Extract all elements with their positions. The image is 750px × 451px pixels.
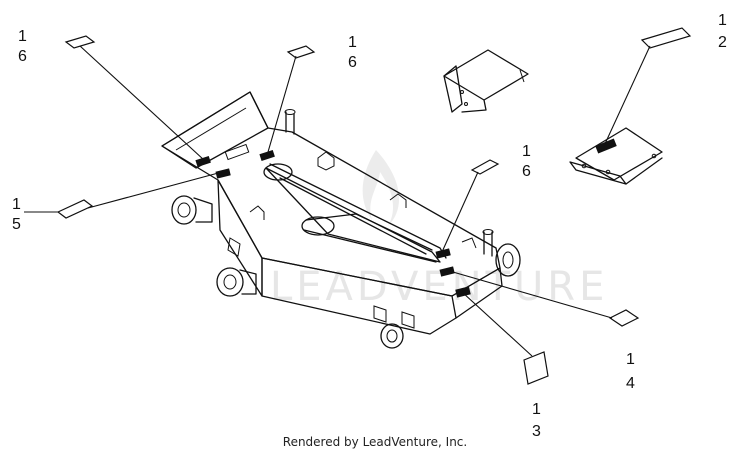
svg-text:1: 1: [12, 196, 21, 213]
decal-left-icon: [56, 199, 94, 219]
rendered-by-footer: Rendered by LeadVenture, Inc.: [283, 435, 467, 449]
svg-text:6: 6: [348, 54, 357, 71]
callout-decal-top-left: 1 6: [18, 28, 27, 65]
caster-wheel-front-left: [216, 267, 244, 297]
svg-text:1: 1: [18, 28, 27, 45]
decal-top-left-icon: [64, 35, 96, 49]
svg-text:1: 1: [626, 351, 635, 368]
decal-right-icon: [608, 309, 640, 327]
svg-text:3: 3: [532, 423, 541, 440]
callout-decal-right: 1 4: [626, 351, 635, 392]
drive-belt: [263, 163, 447, 263]
svg-text:1: 1: [532, 401, 541, 418]
watermark-text: LEADVENTURE: [270, 264, 608, 310]
svg-text:1: 1: [522, 143, 531, 160]
callout-decal-bottom: 1 3: [532, 401, 541, 440]
svg-text:2: 2: [718, 34, 727, 51]
caster-wheel-left: [171, 195, 197, 225]
callout-decal-top-right: 1 2: [718, 12, 727, 51]
watermark-flame-icon: [362, 150, 400, 226]
callout-decal-left: 1 5: [12, 196, 21, 233]
decal-top-center-icon: [286, 45, 316, 59]
caster-wheel-right: [495, 243, 521, 277]
decal-center-right-icon: [470, 159, 500, 175]
svg-text:6: 6: [522, 163, 531, 180]
leader-lines: [24, 45, 651, 357]
callout-decal-top-center: 1 6: [348, 34, 357, 71]
decal-top-right-icon: [640, 27, 692, 49]
decal-bottom-icon: [523, 351, 549, 385]
belt-cover-plate: [569, 127, 663, 185]
svg-text:6: 6: [18, 48, 27, 65]
svg-text:1: 1: [348, 34, 357, 51]
callout-decal-center-right: 1 6: [522, 143, 531, 180]
caster-wheel-front-center: [380, 323, 404, 349]
svg-text:5: 5: [12, 216, 21, 233]
mower-deck: [161, 91, 521, 349]
belt-shield-bracket: [443, 49, 529, 113]
svg-text:4: 4: [626, 375, 635, 392]
svg-text:1: 1: [718, 12, 727, 29]
